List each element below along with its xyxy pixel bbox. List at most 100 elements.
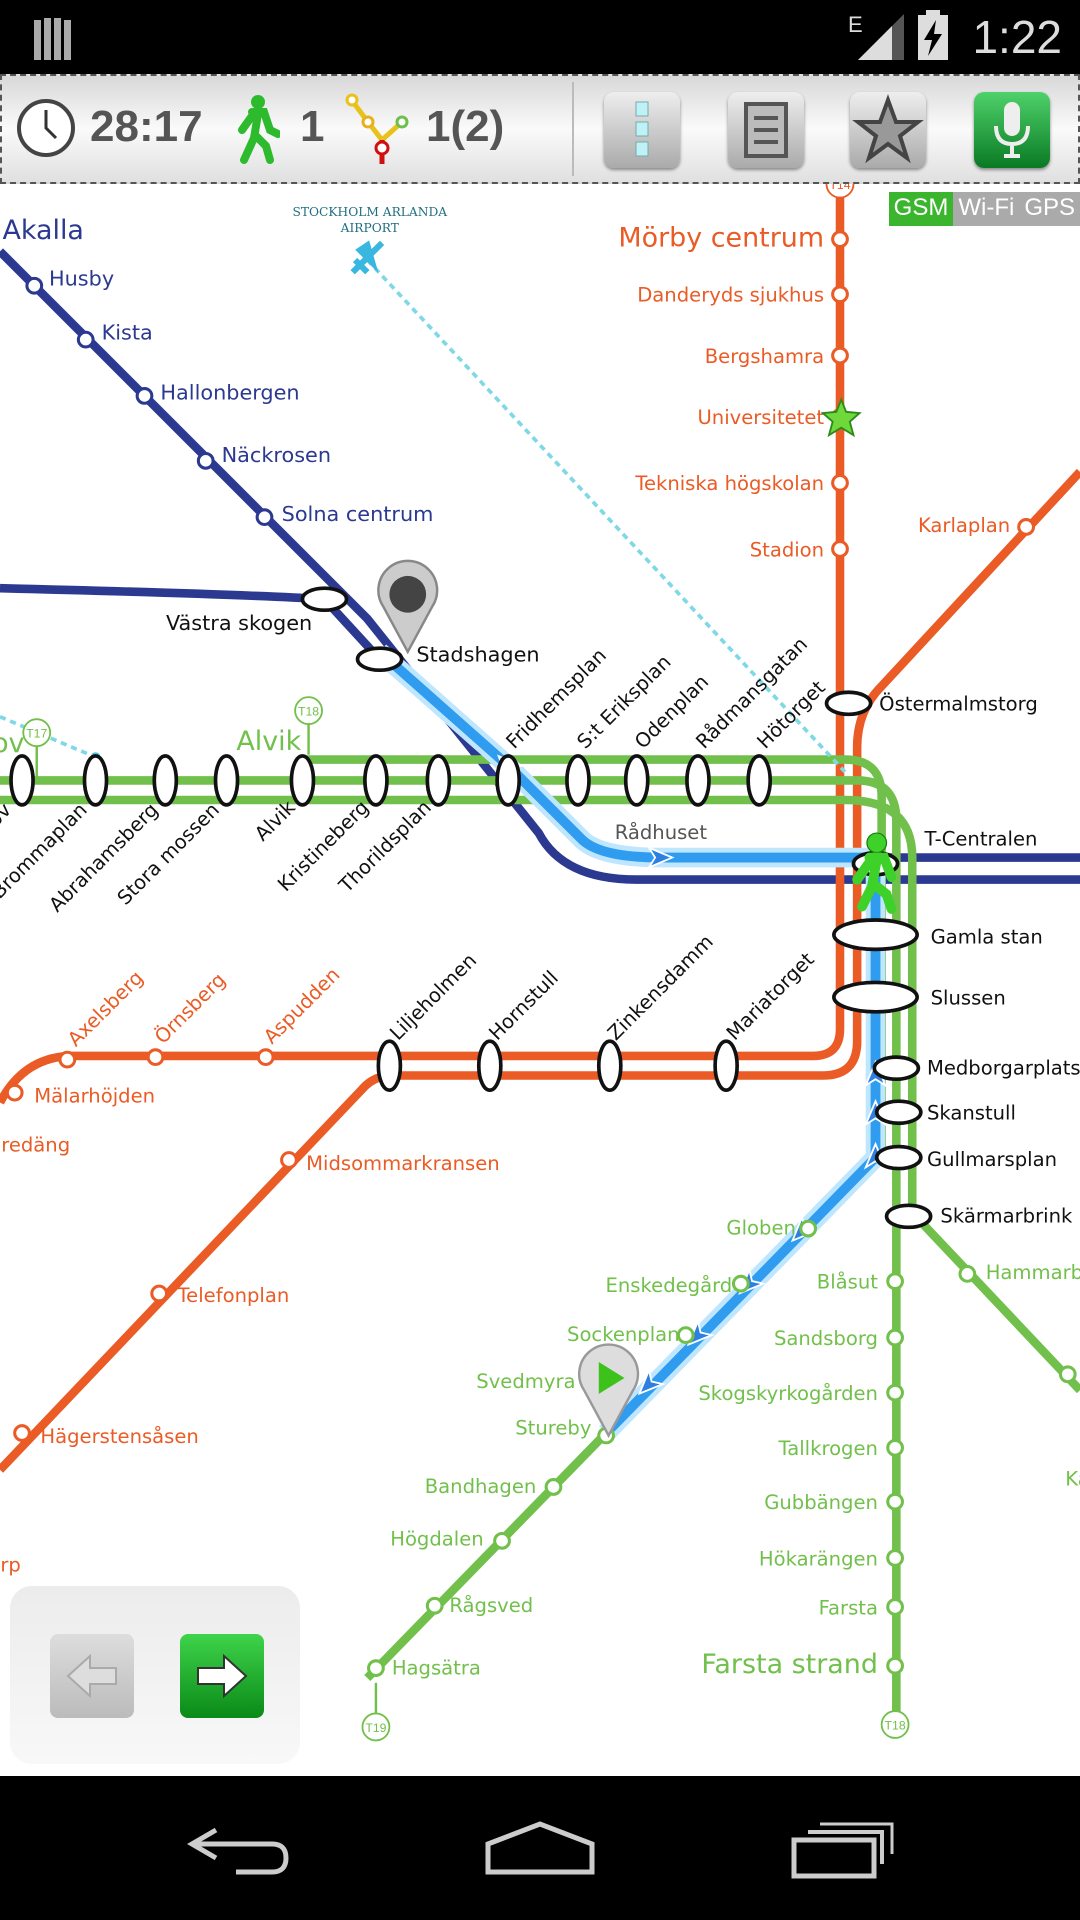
play-icon: [598, 1362, 625, 1394]
list-icon: [744, 102, 788, 158]
station-marker: [289, 754, 316, 807]
station-label[interactable]: Hallonbergen: [160, 381, 299, 405]
airplane-icon: [350, 240, 385, 275]
station-label[interactable]: Danderyds sjukhus: [637, 284, 824, 307]
station-label[interactable]: Husby: [49, 267, 114, 291]
station-label[interactable]: Västertorp: [0, 1553, 21, 1576]
station-label[interactable]: Alvik: [236, 726, 301, 757]
station-label[interactable]: Stureby: [515, 1416, 591, 1439]
station-label[interactable]: Universitetet: [697, 406, 824, 429]
route-list-button[interactable]: [604, 92, 680, 168]
station-marker: [355, 646, 404, 673]
station-label[interactable]: Gamla stan: [931, 925, 1043, 948]
metro-map-canvas[interactable]: T14T17T18T18T19AkallaHusbyKistaHallonber…: [0, 184, 1080, 1776]
route-toolbar: 28:17 1 1(2): [0, 74, 1080, 184]
station-label[interactable]: Stadion: [750, 538, 824, 561]
station-label[interactable]: Rådmansgatan: [691, 633, 812, 754]
station-marker: [831, 473, 849, 492]
station-label[interactable]: Bredäng: [0, 1133, 70, 1156]
station-label[interactable]: Farsta strand: [701, 1649, 878, 1680]
station-label[interactable]: Telefonplan: [177, 1284, 290, 1307]
network-type: E: [848, 12, 863, 37]
station-label[interactable]: Axelsberg: [63, 966, 148, 1051]
station-label[interactable]: Svedmyra: [476, 1370, 575, 1393]
station-label[interactable]: Mörby centrum: [618, 223, 824, 254]
station-marker: [425, 1596, 444, 1615]
station-marker: [824, 690, 873, 717]
station-label[interactable]: Zinkensdamm: [603, 930, 718, 1045]
station-label[interactable]: Sandsborg: [774, 1327, 878, 1350]
station-label[interactable]: Slussen: [931, 986, 1006, 1009]
walker-body: [852, 852, 897, 914]
station-label[interactable]: Skogskyrkogården: [698, 1382, 878, 1405]
station-marker: [256, 1048, 275, 1067]
station-label[interactable]: Blåsut: [817, 1271, 878, 1294]
details-button[interactable]: [728, 92, 804, 168]
favorite-star-icon: [820, 397, 862, 438]
line-marker-label: T17: [26, 727, 47, 741]
gsm-indicator[interactable]: GSM: [888, 192, 954, 226]
station-label[interactable]: Globen: [726, 1217, 795, 1240]
station-label[interactable]: Tekniska högskolan: [634, 472, 824, 495]
route-arrow-icon: [646, 845, 675, 870]
station-label[interactable]: Rågsved: [449, 1594, 533, 1617]
station-label[interactable]: Åkeshov: [0, 727, 25, 759]
station-label[interactable]: Aspudden: [259, 963, 344, 1048]
station-label[interactable]: Midsommarkransen: [306, 1152, 500, 1175]
green-line: [0, 795, 1080, 1394]
station-label[interactable]: Skärmarbrink: [940, 1204, 1073, 1227]
station-marker: [9, 754, 35, 807]
station-label[interactable]: Hökarängen: [759, 1547, 878, 1570]
wifi-indicator[interactable]: Wi-Fi: [953, 192, 1020, 226]
station-label[interactable]: Östermalmstorg: [879, 693, 1038, 716]
line-marker-label: T18: [885, 1718, 906, 1732]
back-icon[interactable]: [186, 1826, 296, 1876]
station-label[interactable]: Kista: [102, 321, 153, 345]
next-step-button[interactable]: [180, 1634, 264, 1718]
station-label[interactable]: Skanstull: [927, 1102, 1016, 1125]
station-label[interactable]: Hagsätra: [392, 1656, 481, 1679]
station-label[interactable]: Karlaplan: [918, 514, 1010, 537]
station-label[interactable]: Kärrtorp: [1065, 1468, 1080, 1491]
station-marker: [746, 754, 773, 807]
station-label[interactable]: Västra skogen: [166, 611, 312, 635]
station-label[interactable]: Sockenplan: [567, 1323, 680, 1346]
line-marker: [825, 184, 855, 199]
station-label[interactable]: Stadshagen: [416, 643, 539, 667]
station-label[interactable]: Bergshamra: [705, 345, 824, 368]
station-label[interactable]: Hammarbyhöjden: [986, 1261, 1080, 1284]
station-marker: [5, 1083, 24, 1102]
station-marker: [363, 754, 389, 807]
destination-pin-icon: [577, 1343, 640, 1439]
station-label[interactable]: Akalla: [2, 215, 84, 246]
station-label[interactable]: Gubbängen: [764, 1491, 878, 1514]
station-label[interactable]: Tallkrogen: [778, 1437, 878, 1460]
station-label[interactable]: T-Centralen: [923, 827, 1037, 850]
previous-step-button[interactable]: [50, 1634, 134, 1718]
gps-indicator[interactable]: GPS: [1019, 192, 1080, 226]
station-label[interactable]: Solna centrum: [282, 502, 434, 526]
voice-button[interactable]: [974, 92, 1050, 168]
station-label[interactable]: Hägerstensåsen: [40, 1425, 198, 1448]
station-label[interactable]: Mariatorget: [722, 948, 819, 1045]
station-label[interactable]: Näckrosen: [222, 443, 331, 467]
station-marker: [425, 754, 452, 807]
route-arrow-shape: [646, 845, 675, 870]
station-label[interactable]: Enskedegård: [606, 1274, 733, 1297]
recent-apps-icon[interactable]: [790, 1820, 896, 1880]
station-label[interactable]: Mälarhöjden: [34, 1084, 155, 1107]
notification-icon: [34, 18, 71, 60]
home-icon[interactable]: [484, 1820, 596, 1876]
station-label[interactable]: Bandhagen: [425, 1475, 537, 1498]
station-label[interactable]: Hornstull: [484, 966, 562, 1044]
station-label[interactable]: Medborgarplatsen: [927, 1056, 1080, 1079]
station-label[interactable]: Farsta: [819, 1596, 878, 1619]
station-label[interactable]: Gullmarsplan: [927, 1148, 1057, 1171]
walking-person-icon: [852, 832, 897, 914]
station-label[interactable]: Rådhuset: [615, 821, 708, 844]
station-label[interactable]: Örnsberg: [150, 968, 230, 1048]
favorites-button[interactable]: [850, 92, 926, 168]
station-label[interactable]: Liljeholmen: [385, 949, 481, 1045]
station-label[interactable]: Högdalen: [390, 1528, 483, 1551]
